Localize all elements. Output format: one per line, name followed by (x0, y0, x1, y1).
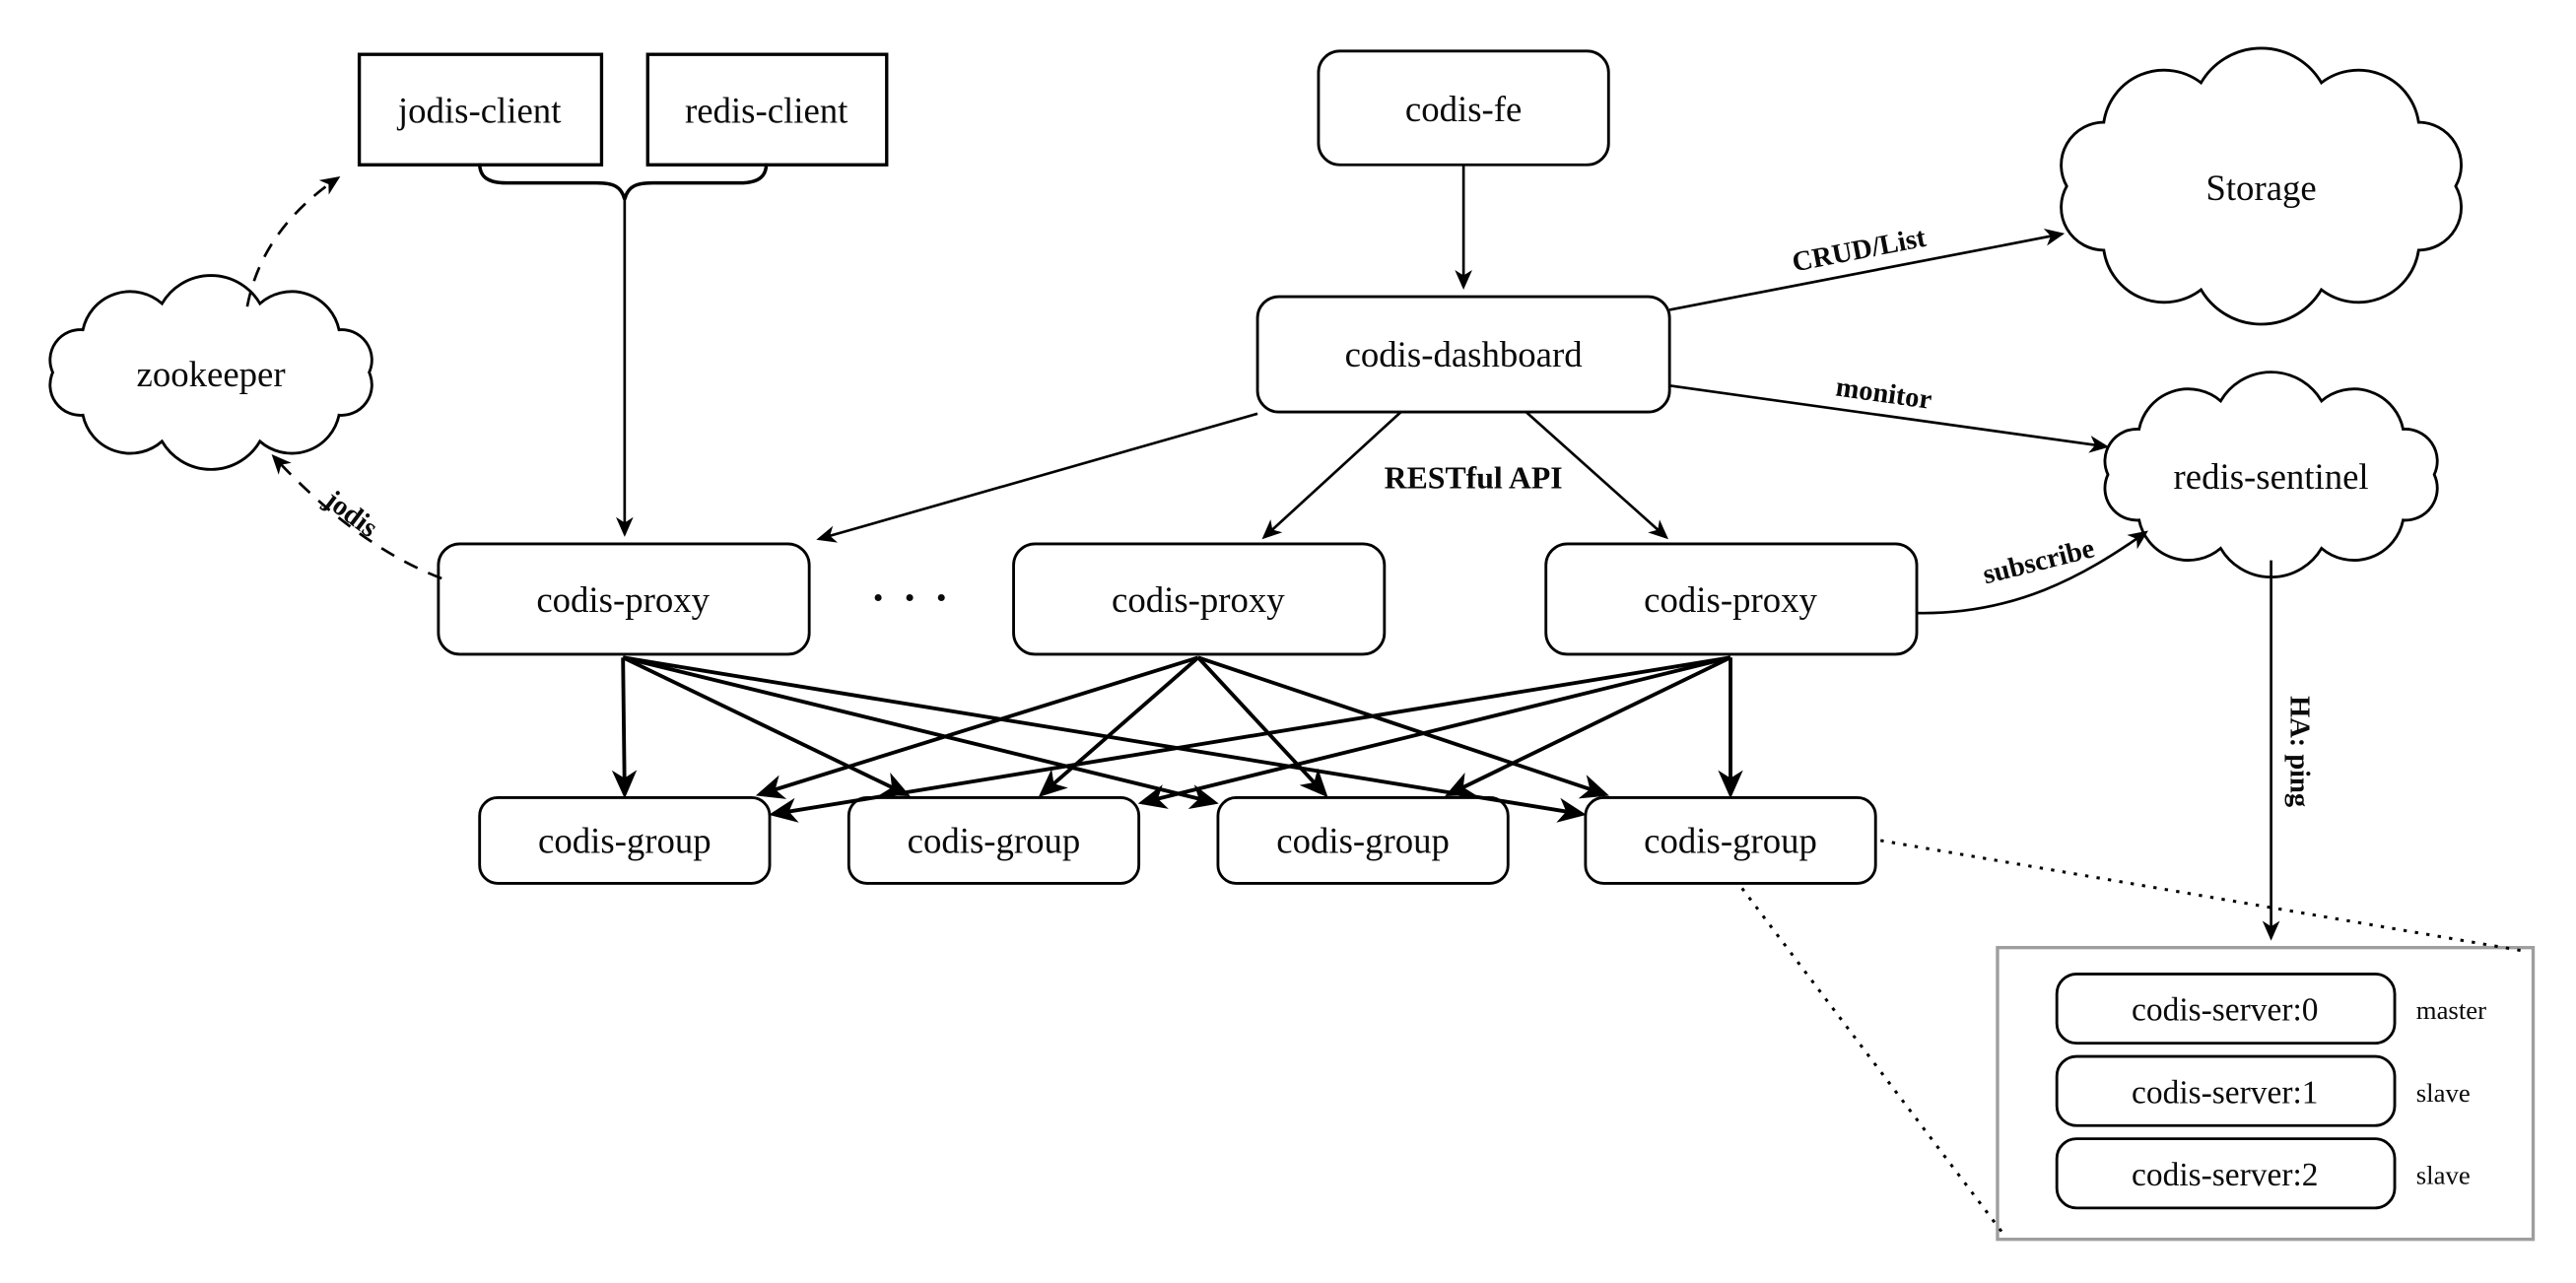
codis-group-box-3 (1216, 796, 1510, 885)
crud-list-label: CRUD/List (1790, 223, 1929, 279)
group4-to-panel-bottom-dotted-line (1740, 887, 2004, 1234)
codis-proxy-box-3 (1544, 542, 1919, 656)
jodis-client-label: jodis-client (396, 91, 561, 131)
codis-server-label-2: codis-server:2 (2132, 1157, 2318, 1193)
subscribe-label: subscribe (1980, 533, 2097, 590)
codis-group-label-2: codis-group (908, 820, 1081, 860)
redis-client-box (645, 52, 889, 167)
proxy3-to-group3-arrow (1445, 655, 1731, 796)
codis-group-label-4: codis-group (1644, 820, 1817, 860)
storage-cloud: Storage (2060, 46, 2463, 326)
codis-server-box-2 (2055, 1137, 2397, 1210)
jodis-client-box (357, 52, 604, 167)
codis-proxy-node-1: codis-proxy (437, 542, 811, 656)
codis-proxy-node-2: codis-proxy (1012, 542, 1387, 656)
redis-client-node: redis-client (645, 52, 889, 167)
server-panel: codis-server:0 master codis-server:1 sla… (1996, 945, 2536, 1242)
redis-sentinel-cloud: redis-sentinel (2103, 371, 2439, 579)
proxy1-to-group3-arrow (622, 655, 1219, 809)
redis-sentinel-cloud-shape (2103, 371, 2439, 579)
group4-to-panel-top-dotted-line (1879, 839, 2524, 953)
codis-proxy-node-3: codis-proxy (1544, 542, 1919, 656)
codis-proxy-label-3: codis-proxy (1644, 579, 1817, 620)
proxy1-to-group2-arrow (622, 655, 911, 796)
server-role-label-2: slave (2416, 1160, 2471, 1189)
proxy-ellipsis-label: · · · (871, 574, 952, 622)
codis-server-box-1 (2055, 1054, 2397, 1127)
proxy3-subscribe-arrow (1917, 530, 2148, 615)
codis-fe-label: codis-fe (1405, 89, 1522, 129)
codis-server-label-0: codis-server:0 (2132, 992, 2318, 1029)
codis-group-node-2: codis-group (847, 796, 1141, 885)
codis-fe-node: codis-fe (1317, 49, 1610, 167)
dashboard-to-sentinel-arrow (1668, 384, 2110, 453)
storage-cloud-shape (2060, 46, 2463, 326)
zookeeper-cloud-shape (48, 274, 373, 471)
jodis-label: jodis (318, 484, 383, 544)
ha-ping-label: HA: ping (2284, 696, 2315, 807)
jodis-client-node: jodis-client (357, 52, 604, 167)
codis-proxy-box-2 (1012, 542, 1387, 656)
codis-group-box-2 (847, 796, 1141, 885)
dashboard-to-proxy1-arrow (816, 412, 1258, 543)
codis-dashboard-node: codis-dashboard (1255, 295, 1671, 414)
codis-server-label-1: codis-server:1 (2132, 1074, 2318, 1111)
codis-proxy-label-1: codis-proxy (536, 579, 710, 620)
server-role-label-1: slave (2416, 1078, 2471, 1108)
codis-group-node-1: codis-group (478, 796, 772, 885)
proxy1-to-group1-arrow (611, 657, 638, 799)
redis-sentinel-label: redis-sentinel (2174, 456, 2369, 497)
proxy2-to-group1-arrow (755, 655, 1199, 799)
redis-client-label: redis-client (685, 91, 847, 131)
monitor-label: monitor (1834, 372, 1933, 416)
dashboard-to-proxy3-arrow (1525, 411, 1669, 540)
codis-dashboard-box (1255, 295, 1671, 414)
dashboard-to-storage-arrow (1668, 229, 2066, 311)
clients-brace (477, 163, 769, 200)
proxy2-to-group4-arrow (1197, 655, 1610, 799)
proxy2-to-group3-arrow (1196, 655, 1328, 798)
restful-api-label: RESTful API (1385, 461, 1563, 496)
codis-server-box-0 (2055, 972, 2397, 1046)
proxy2-to-group2-arrow (1038, 655, 1200, 797)
storage-label: Storage (2205, 168, 2316, 208)
codis-proxy-label-2: codis-proxy (1112, 579, 1285, 620)
proxy3-to-group2-arrow (1137, 655, 1731, 809)
zookeeper-to-jodis-client-arrow (245, 175, 341, 307)
proxy1-to-group4-arrow (622, 655, 1587, 823)
zookeeper-cloud: zookeeper (48, 274, 373, 471)
codis-group-node-3: codis-group (1216, 796, 1510, 885)
zookeeper-label: zookeeper (137, 354, 286, 394)
server-role-label-0: master (2416, 995, 2486, 1025)
dashboard-to-proxy2-arrow (1261, 411, 1402, 540)
codis-group-label-3: codis-group (1276, 820, 1450, 860)
proxy3-to-group1-arrow (769, 655, 1731, 823)
codis-group-label-1: codis-group (538, 820, 712, 860)
codis-dashboard-label: codis-dashboard (1345, 334, 1583, 374)
codis-group-node-4: codis-group (1584, 796, 1877, 885)
codis-proxy-box-1 (437, 542, 811, 656)
